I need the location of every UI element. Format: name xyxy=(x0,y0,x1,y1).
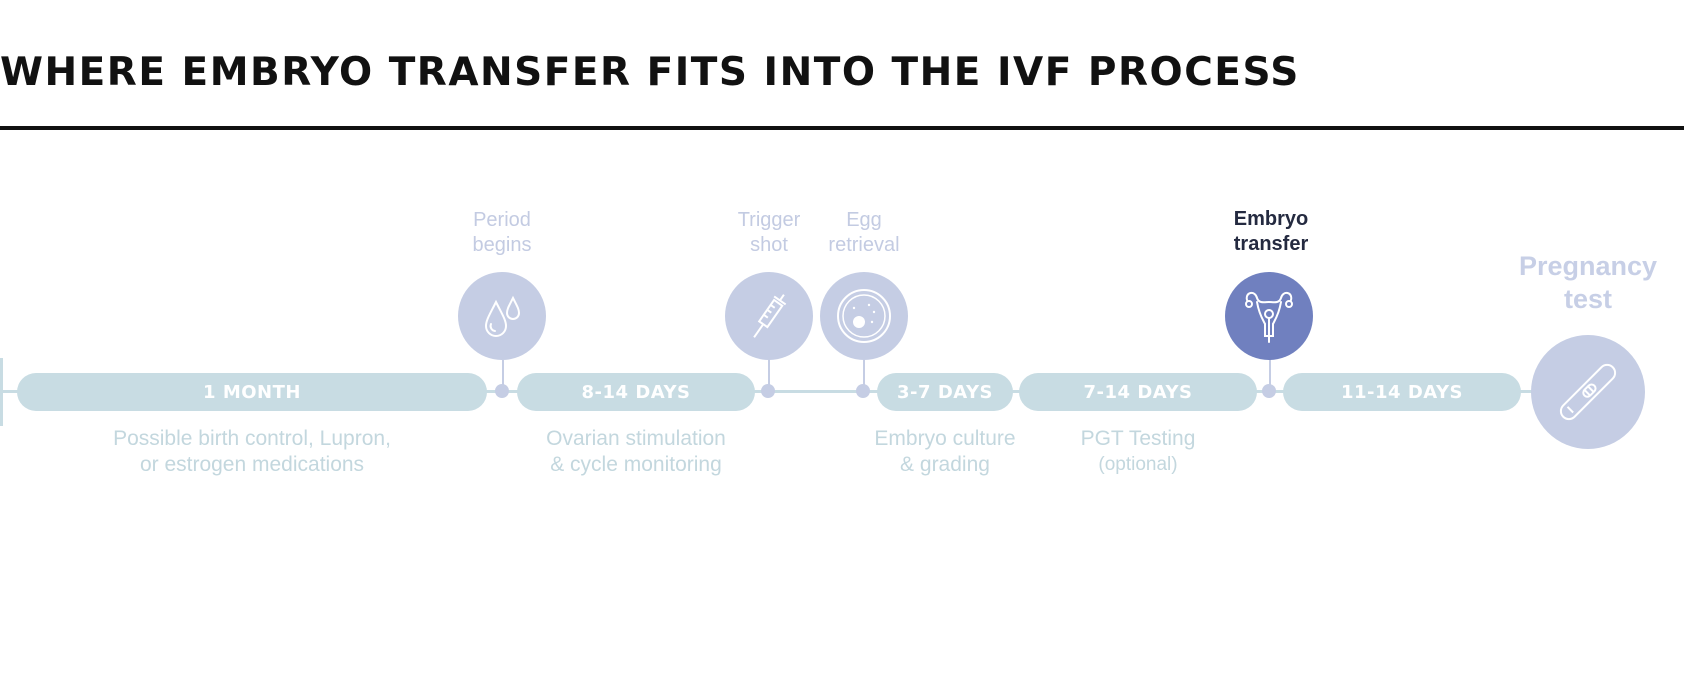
timeline-start-cap xyxy=(0,358,3,426)
egg-icon xyxy=(837,289,891,343)
milestone-dot xyxy=(761,384,775,398)
phase-desc-7-14-days: PGT Testing(optional) xyxy=(1080,427,1196,475)
phase-pill-1-month: 1 MONTH xyxy=(17,373,487,411)
milestone-dot xyxy=(495,384,509,398)
drops-icon xyxy=(484,295,521,337)
phase-pill-7-14-days: 7-14 DAYS xyxy=(1019,373,1257,411)
milestone-dot xyxy=(1262,384,1276,398)
phase-desc-8-14-days: Ovarian stimulation& cycle monitoring xyxy=(546,427,726,476)
phase-pill-11-14-days: 11-14 DAYS xyxy=(1283,373,1521,411)
milestone-trigger-shot xyxy=(725,272,813,360)
pregnancy-test-icon xyxy=(1559,363,1617,421)
page-title: WHERE EMBRYO TRANSFER FITS INTO THE IVF … xyxy=(0,50,1300,95)
milestone-pregnancy-test xyxy=(1531,335,1645,449)
title-divider xyxy=(0,126,1684,130)
milestone-period-begins xyxy=(458,272,546,360)
phase-pill-3-7-days: 3-7 DAYS xyxy=(877,373,1013,411)
syringe-icon xyxy=(753,294,787,338)
phase-pill-8-14-days: 8-14 DAYS xyxy=(517,373,755,411)
milestone-stem xyxy=(768,360,770,390)
phase-desc-3-7-days: Embryo culture& grading xyxy=(874,427,1016,476)
milestone-stem xyxy=(1269,360,1271,390)
milestone-stem xyxy=(502,360,504,390)
milestone-embryo-transfer xyxy=(1225,272,1313,360)
uterus-icon xyxy=(1245,292,1293,343)
milestone-egg-retrieval xyxy=(820,272,908,360)
milestone-stem xyxy=(863,360,865,390)
milestone-dot xyxy=(856,384,870,398)
phase-desc-1-month: Possible birth control, Lupron,or estrog… xyxy=(113,427,391,476)
